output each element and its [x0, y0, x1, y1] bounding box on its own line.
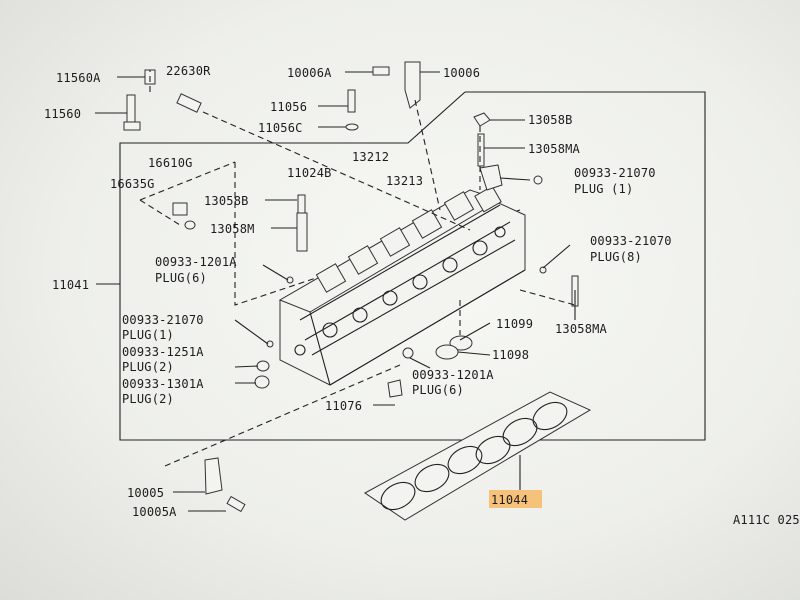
label-13058MA-right[interactable]: 13058MA [555, 322, 608, 336]
label-16610G[interactable]: 16610G [148, 156, 193, 170]
label-10006[interactable]: 10006 [443, 66, 480, 80]
inner-dashed-edge [139, 161, 236, 201]
small-parts [123, 61, 579, 513]
label-00933-21070-right[interactable]: 00933-21070 [590, 234, 672, 248]
label-11098[interactable]: 11098 [492, 348, 529, 362]
label-13212[interactable]: 13212 [352, 150, 389, 164]
label-00933-21070-top[interactable]: 00933-21070 [574, 166, 656, 180]
label-16635G[interactable]: 16635G [110, 177, 155, 191]
head-gasket-drawing [364, 391, 592, 521]
label-13058MA-top[interactable]: 13058MA [528, 142, 581, 156]
assembly-frame [119, 91, 706, 441]
label-13058M[interactable]: 13058M [210, 222, 255, 236]
label-10005A[interactable]: 10005A [132, 505, 177, 519]
label-plug2-lower[interactable]: PLUG(2) [122, 392, 174, 406]
label-11041[interactable]: 11041 [52, 278, 89, 292]
part-labels: 11560A 22630R 11560 10006A 10006 11056 1… [44, 64, 800, 527]
label-plug6-upper[interactable]: PLUG(6) [155, 271, 207, 285]
label-11099[interactable]: 11099 [496, 317, 533, 331]
label-13058B-left[interactable]: 13058B [204, 194, 249, 208]
figure-code: A111C 025 [733, 513, 800, 527]
label-11024B[interactable]: 11024B [287, 166, 332, 180]
dashed-guides [139, 70, 576, 467]
label-plug2-upper[interactable]: PLUG(2) [122, 360, 174, 374]
label-plug1-top[interactable]: PLUG (1) [574, 182, 633, 196]
highlight-11044 [489, 490, 542, 508]
label-00933-1251A[interactable]: 00933-1251A [122, 345, 204, 359]
leader-lines [95, 71, 576, 512]
label-11076[interactable]: 11076 [325, 399, 362, 413]
label-plug6-lower[interactable]: PLUG(6) [412, 383, 464, 397]
label-00933-21070-left[interactable]: 00933-21070 [122, 313, 204, 327]
label-plug8[interactable]: PLUG(8) [590, 250, 642, 264]
label-13213[interactable]: 13213 [386, 174, 423, 188]
cylinder-head-drawing [278, 185, 526, 386]
label-00933-1201A-lower[interactable]: 00933-1201A [412, 368, 494, 382]
label-10006A[interactable]: 10006A [287, 66, 332, 80]
label-11044[interactable]: 11044 [491, 493, 528, 507]
label-11056C[interactable]: 11056C [258, 121, 303, 135]
label-00933-1201A-upper[interactable]: 00933-1201A [155, 255, 237, 269]
label-22630R[interactable]: 22630R [166, 64, 211, 78]
label-plug1-left[interactable]: PLUG(1) [122, 328, 174, 342]
label-11056[interactable]: 11056 [270, 100, 307, 114]
label-10005[interactable]: 10005 [127, 486, 164, 500]
label-00933-1301A[interactable]: 00933-1301A [122, 377, 204, 391]
label-11560A[interactable]: 11560A [56, 71, 101, 85]
label-13058B-top[interactable]: 13058B [528, 113, 573, 127]
label-11560[interactable]: 11560 [44, 107, 81, 121]
